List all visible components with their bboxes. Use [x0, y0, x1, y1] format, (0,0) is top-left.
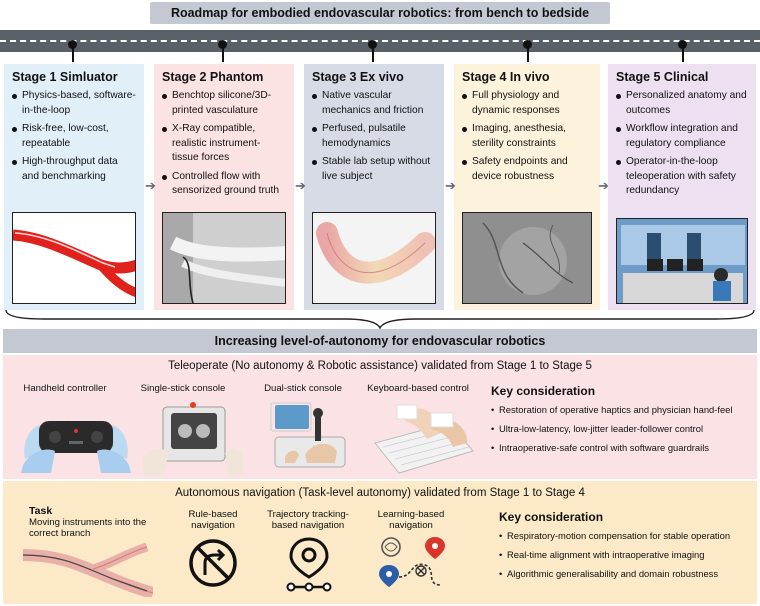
stage-2-pin: [222, 42, 224, 62]
brace-icon: [5, 309, 755, 330]
teleoperate-section: Teleoperate (No autonomy & Robotic assis…: [3, 355, 757, 479]
stage-5-card: Stage 5 Clinical Personalized anatomy an…: [608, 64, 756, 310]
stage-3-pin-dot: [368, 40, 377, 49]
stage-4-bullet: Imaging, anesthesia, sterility constrain…: [462, 122, 592, 151]
stage-1-bullet: Risk-free, low-cost, repeatable: [12, 122, 136, 151]
stage-2-bullet: Controlled flow with sensorized ground t…: [162, 170, 286, 199]
arrow-right-icon: ➔: [598, 178, 609, 193]
device-label: Dual-stick console: [264, 383, 342, 394]
stage-2-bullet: X-Ray compatible, realistic instrument-t…: [162, 122, 286, 166]
stage-5-pin: [682, 42, 684, 62]
stage-3-pin: [372, 42, 374, 62]
device-label: Keyboard-based control: [367, 383, 469, 394]
stage-4-pin: [527, 42, 529, 62]
stage-4-bullet: Full physiology and dynamic responses: [462, 89, 592, 118]
fluoroscopy-image: [462, 212, 592, 304]
method-label: Rule-based navigation: [188, 509, 238, 531]
autonomy-title: Increasing level-of-autonomy for endovas…: [3, 329, 757, 353]
method-label: Trajectory tracking-based navigation: [267, 509, 349, 531]
device-label: Handheld controller: [23, 383, 107, 394]
stage-4-card: Stage 4 In vivo Full physiology and dyna…: [454, 64, 600, 310]
stage-5-bullet: Operator-in-the-loop teleoperation with …: [616, 155, 748, 199]
stage-1-bullet: Physics-based, software-in-the-loop: [12, 89, 136, 118]
teleoperate-heading: Teleoperate (No autonomy & Robotic assis…: [168, 360, 592, 372]
navigation-key-point: Algorithmic generalisability and domain …: [499, 567, 755, 580]
stage-1-pin-dot: [68, 40, 77, 49]
road-center-line: [0, 40, 760, 42]
roadmap-title: Roadmap for embodied endovascular roboti…: [150, 2, 610, 24]
stage-4-pin-dot: [523, 40, 532, 49]
stage-5-bullet: Personalized anatomy and outcomes: [616, 89, 748, 118]
branching-vessel-icon: [23, 542, 153, 597]
simulator-vessel-image: [12, 212, 136, 304]
stage-3-bullet: Perfused, pulsatile hemodynamics: [312, 122, 436, 151]
arrow-right-icon: ➔: [295, 178, 306, 193]
stage-3-bullet: Native vascular mechanics and friction: [312, 89, 436, 118]
stage-5-title: Stage 5 Clinical: [616, 70, 709, 84]
navigation-key-title: Key consideration: [499, 510, 604, 524]
teleoperate-key-point: Restoration of operative haptics and phy…: [491, 403, 755, 416]
dual-stick-console-icon: [270, 402, 346, 468]
stage-5-bullet: Workflow integration and regulatory comp…: [616, 122, 748, 151]
handheld-controller-icon: [21, 421, 131, 473]
learning-based-navigation-icon: [379, 537, 445, 587]
navigation-key-point: Respiratory-motion compensation for stab…: [499, 529, 755, 542]
stage-1-title: Stage 1 Simluator: [12, 70, 118, 84]
single-stick-console-icon: [143, 402, 243, 475]
stage-4-title: Stage 4 In vivo: [462, 70, 550, 84]
device-label: Single-stick console: [140, 383, 226, 394]
stage-2-pin-dot: [218, 40, 227, 49]
stage-4-bullet: Safety endpoints and device robustness: [462, 155, 592, 184]
stage-2-card: Stage 2 Phantom Benchtop silicone/3D-pri…: [154, 64, 294, 310]
stage-2-title: Stage 2 Phantom: [162, 70, 264, 84]
navigation-section: Autonomous navigation (Task-level autono…: [3, 481, 757, 604]
arrow-right-icon: ➔: [145, 178, 156, 193]
stage-1-pin: [72, 42, 74, 62]
stage-3-card: Stage 3 Ex vivo Native vascular mechanic…: [304, 64, 444, 310]
method-label: Learning-based navigation: [377, 509, 445, 531]
task-description: Moving instruments into the correct bran…: [29, 517, 147, 539]
stage-2-bullet: Benchtop silicone/3D-printed vasculature: [162, 89, 286, 118]
teleoperate-key-point: Ultra-low-latency, low-jitter leader-fol…: [491, 422, 755, 435]
phantom-image: [162, 212, 286, 304]
rule-based-navigation-icon: [189, 539, 237, 587]
stage-1-bullet: High-throughput data and benchmarking: [12, 155, 136, 184]
navigation-heading: Autonomous navigation (Task-level autono…: [175, 487, 585, 499]
clinical-control-room-image: [616, 218, 748, 304]
stage-3-bullet: Stable lab setup without live subject: [312, 155, 436, 184]
arrow-right-icon: ➔: [445, 178, 456, 193]
teleoperate-key-title: Key consideration: [491, 384, 596, 398]
ex-vivo-vessel-image: [312, 212, 436, 304]
navigation-key-point: Real-time alignment with intraoperative …: [499, 548, 755, 561]
teleoperate-key-point: Intraoperative-safe control with softwar…: [491, 441, 755, 454]
keyboard-icon: [374, 404, 474, 474]
task-title: Task: [29, 505, 53, 517]
stage-3-title: Stage 3 Ex vivo: [312, 70, 404, 84]
stage-1-card: Stage 1 Simluator Physics-based, softwar…: [4, 64, 144, 310]
stage-5-pin-dot: [678, 40, 687, 49]
trajectory-tracking-icon: [286, 537, 332, 592]
